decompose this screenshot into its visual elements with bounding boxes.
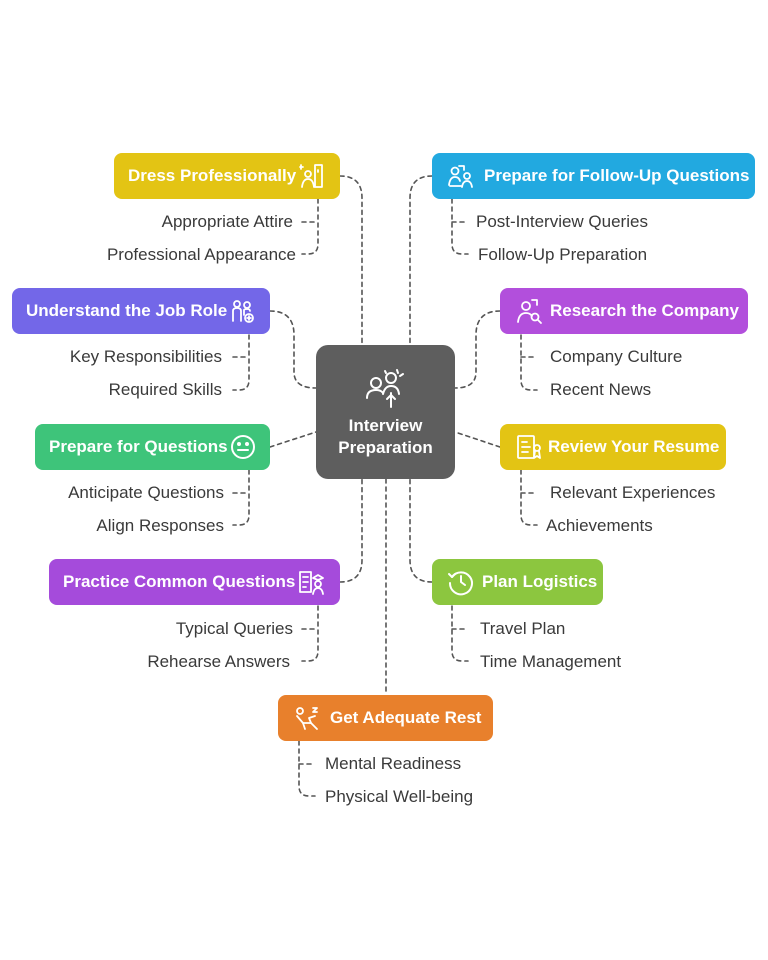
people-icon bbox=[227, 296, 257, 326]
sub-item-anticipate-questions: Anticipate Questions bbox=[68, 483, 224, 502]
rest-icon bbox=[292, 703, 322, 733]
sub-item-company-culture: Company Culture bbox=[550, 347, 683, 366]
topic-label: Dress Professionally bbox=[128, 166, 297, 185]
sub-item-recent-news: Recent News bbox=[550, 380, 652, 399]
topic-prepare-follow-up[interactable]: Prepare for Follow-Up Questions bbox=[432, 153, 755, 199]
sub-item-relevant-experiences: Relevant Experiences bbox=[550, 483, 716, 502]
topic-label: Prepare for Follow-Up Questions bbox=[484, 166, 750, 185]
topic-label: Research the Company bbox=[550, 301, 739, 320]
connector-resume bbox=[454, 431, 501, 448]
topic-plan-logistics[interactable]: Plan Logistics bbox=[432, 559, 603, 605]
connector-questions bbox=[269, 431, 317, 448]
sub-item-required-skills: Required Skills bbox=[108, 380, 222, 399]
topic-prepare-questions[interactable]: Prepare for Questions bbox=[35, 424, 270, 470]
sub-item-professional-appearance: Professional Appearance bbox=[106, 245, 296, 264]
connector-logistics bbox=[409, 478, 433, 583]
discussion-icon bbox=[446, 161, 476, 191]
topic-get-adequate-rest[interactable]: Get Adequate Rest bbox=[278, 695, 493, 741]
topic-practice-common-questions[interactable]: Practice Common Questions bbox=[49, 559, 340, 605]
sub-item-travel-plan: Travel Plan bbox=[480, 619, 566, 638]
topic-understand-job-role[interactable]: Understand the Job Role bbox=[12, 288, 270, 334]
research-icon bbox=[514, 296, 544, 326]
topic-label: Prepare for Questions bbox=[49, 437, 228, 456]
sub-item-key-responsibilities: Key Responsibilities bbox=[69, 347, 222, 366]
sub-item-appropriate-attire: Appropriate Attire bbox=[161, 212, 293, 231]
connector-dress bbox=[339, 175, 363, 346]
center-node[interactable]: Interview Preparation bbox=[316, 345, 455, 479]
topic-label: Understand the Job Role bbox=[26, 301, 228, 320]
sub-item-physical-well-being: Physical Well-being bbox=[325, 787, 474, 806]
topic-research-company[interactable]: Research the Company bbox=[500, 288, 748, 334]
connector-followup bbox=[409, 175, 433, 346]
resume-icon bbox=[514, 432, 544, 462]
topic-label: Practice Common Questions bbox=[63, 572, 296, 591]
connector-jobrole bbox=[269, 310, 317, 389]
sub-item-achievements: Achievements bbox=[546, 516, 653, 535]
sub-item-follow-up-preparation: Follow-Up Preparation bbox=[478, 245, 648, 264]
sub-item-align-responses: Align Responses bbox=[96, 516, 224, 535]
sub-item-typical-queries: Typical Queries bbox=[175, 619, 293, 638]
topic-review-resume[interactable]: Review Your Resume bbox=[500, 424, 726, 470]
sub-item-time-management: Time Management bbox=[480, 652, 622, 671]
topic-label: Get Adequate Rest bbox=[330, 708, 482, 727]
topic-label: Review Your Resume bbox=[548, 437, 720, 456]
center-title-line2: Preparation bbox=[338, 438, 433, 457]
topic-label: Plan Logistics bbox=[482, 572, 598, 591]
connector-practice bbox=[339, 478, 363, 583]
center-title-line1: Interview bbox=[348, 416, 423, 435]
practice-icon bbox=[296, 567, 326, 597]
sub-item-mental-readiness: Mental Readiness bbox=[325, 754, 462, 773]
connector-research bbox=[454, 310, 501, 389]
face-icon bbox=[228, 432, 258, 462]
clock-icon bbox=[446, 567, 476, 597]
sub-item-rehearse-answers: Rehearse Answers bbox=[147, 652, 290, 671]
dress-mirror-icon bbox=[296, 161, 326, 191]
sub-item-post-interview-queries: Post-Interview Queries bbox=[476, 212, 648, 231]
topic-dress-professionally[interactable]: Dress Professionally bbox=[114, 153, 340, 199]
presenter-icon bbox=[363, 367, 409, 413]
